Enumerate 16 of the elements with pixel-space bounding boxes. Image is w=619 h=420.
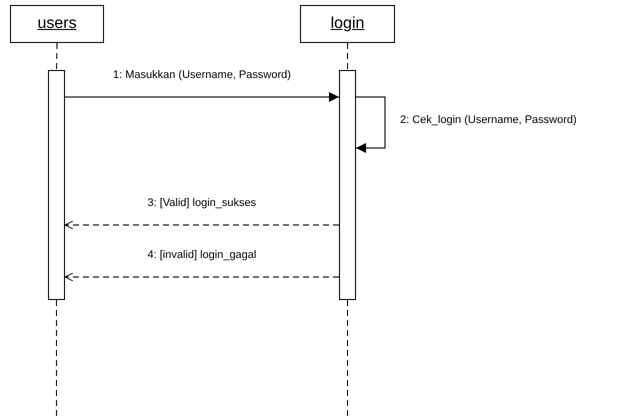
self-message-arrow [356,96,386,153]
participant-name: users [37,15,77,33]
edge-label: 4: [invalid] login_gagal [146,249,258,261]
activation-bar [48,70,65,300]
return-arrow [64,220,340,230]
edge-label: 1: Masukkan (Username, Password) [112,69,292,81]
participant-name: login [330,15,364,33]
lifeline [56,42,58,70]
edge-label: 3: [Valid] login_sukses [146,197,258,209]
participant-box [300,5,395,43]
participant-box [10,5,104,43]
activation-bar [339,70,356,300]
message-arrow [64,92,340,102]
return-arrow [64,272,340,282]
lifeline [347,42,348,70]
edge-label: 2: Cek_login (Username, Password) [399,114,578,126]
